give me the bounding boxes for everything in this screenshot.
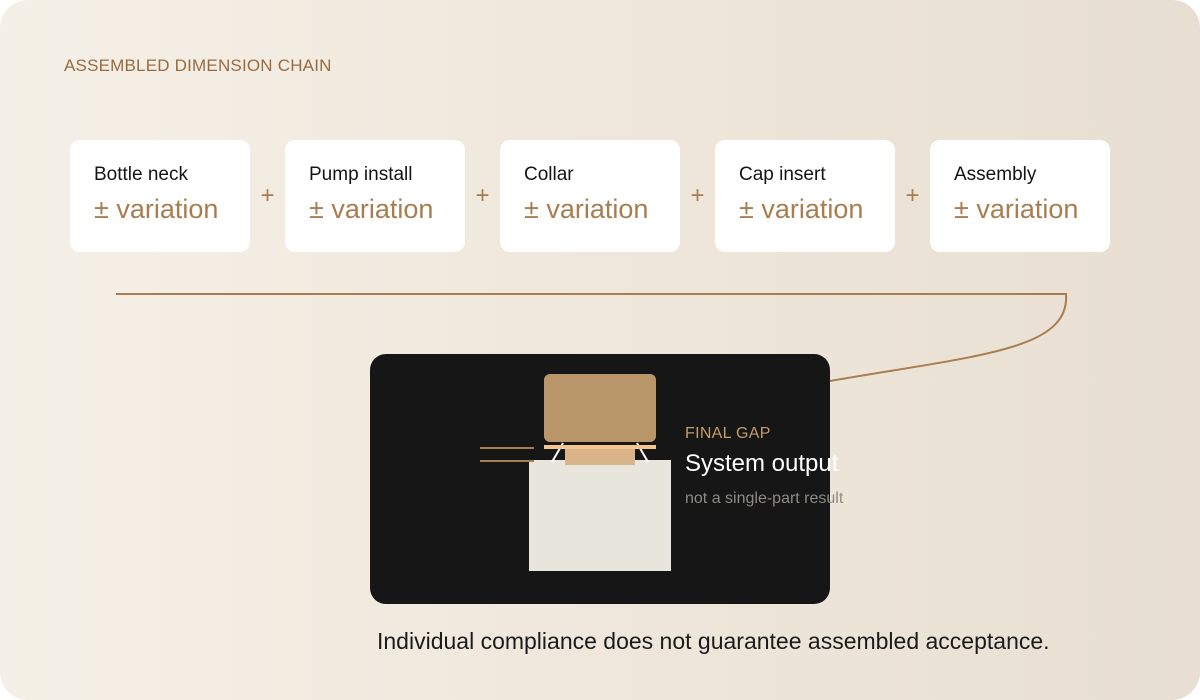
footnote: Individual compliance does not guarantee… [377, 628, 1050, 654]
plus-operator: + [260, 182, 275, 209]
final-gap-label: FINAL GAP [685, 425, 771, 442]
cap-shape [544, 374, 656, 442]
stage-name: Bottle neck [94, 164, 188, 185]
stage-name: Cap insert [739, 164, 826, 185]
stage-variation: ± variation [524, 194, 649, 224]
stage-variation: ± variation [309, 194, 434, 224]
stage-name: Assembly [954, 164, 1037, 185]
final-gap-title: System output [685, 450, 839, 477]
dimension-chain: Bottle neck ± variation + Pump install ±… [70, 140, 1110, 252]
bottle-body [529, 460, 671, 571]
stage-name: Pump install [309, 164, 413, 185]
stage-name: Collar [524, 164, 574, 185]
plus-operator: + [905, 182, 920, 209]
section-label: ASSEMBLED DIMENSION CHAIN [64, 56, 332, 75]
plus-operator: + [690, 182, 705, 209]
stage-card-cap-insert: Cap insert ± variation [715, 140, 895, 252]
pump-collar [565, 446, 635, 465]
final-gap-band [544, 445, 656, 449]
stage-variation: ± variation [739, 194, 864, 224]
plus-operator: + [475, 182, 490, 209]
stage-card-pump-install: Pump install ± variation [285, 140, 465, 252]
stage-card-assembly: Assembly ± variation [930, 140, 1110, 252]
stage-card-collar: Collar ± variation [500, 140, 680, 252]
final-gap-subtitle: not a single-part result [685, 490, 844, 507]
stage-variation: ± variation [954, 194, 1079, 224]
chain-sum-line [116, 293, 1068, 382]
stage-card-bottle-neck: Bottle neck ± variation [70, 140, 250, 252]
stage-variation: ± variation [94, 194, 219, 224]
